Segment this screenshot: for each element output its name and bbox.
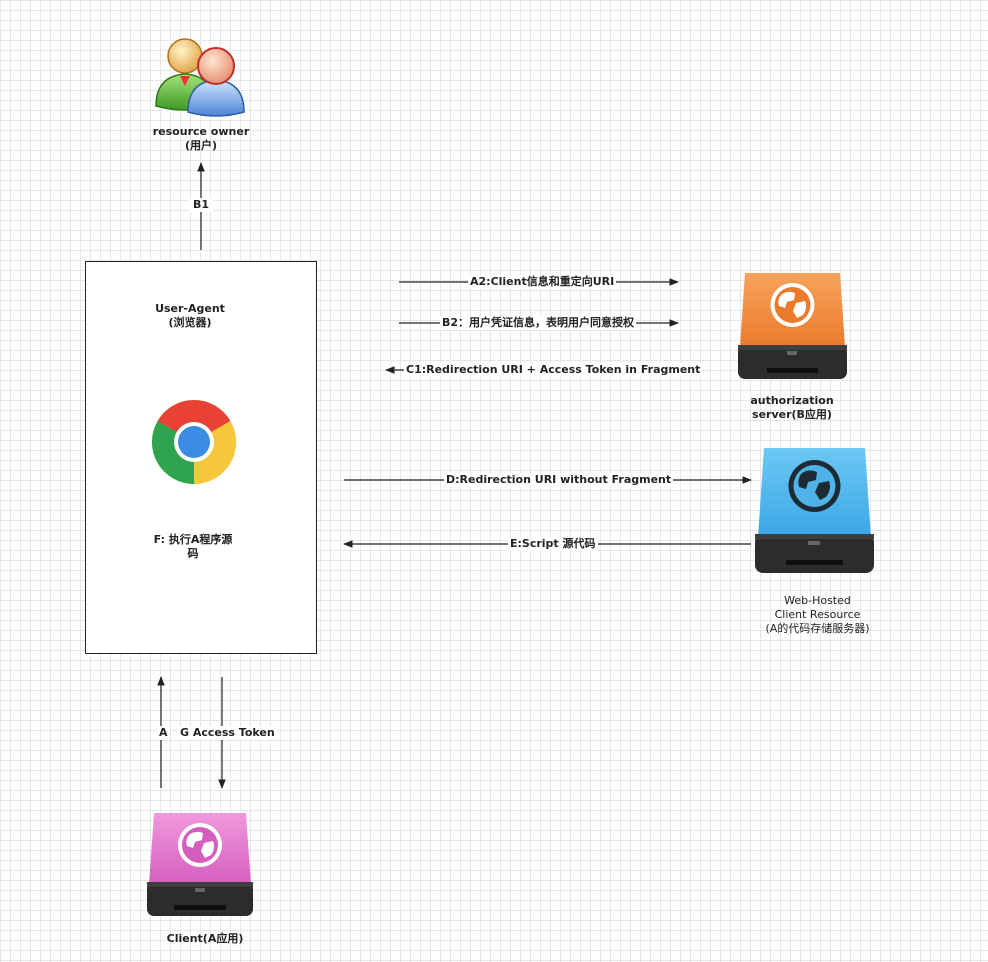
user-agent-name: User-Agent <box>155 302 225 315</box>
label-g: G Access Token <box>178 726 277 740</box>
web-hosted-line2: Client Resource <box>774 608 861 621</box>
client-name: Client(A应用) <box>166 932 244 945</box>
label-d: D:Redirection URI without Fragment <box>444 473 674 487</box>
auth-server-line1: authorization <box>750 394 834 407</box>
step-f-line1: F: 执行A程序源 <box>153 533 233 546</box>
user-agent-sub: (浏览器) <box>168 316 212 329</box>
resource-owner-name: resource owner <box>152 125 250 138</box>
label-b2: B2：用户凭证信息，表明用户同意授权 <box>440 316 637 330</box>
resource-owner-sub: (用户) <box>184 139 218 152</box>
auth-server-line2: server(B应用) <box>752 408 832 421</box>
label-c1: C1:Redirection URI + Access Token in Fra… <box>404 363 703 377</box>
label-e: E:Script 源代码 <box>508 537 598 551</box>
label-b1: B1 <box>189 198 213 212</box>
web-hosted-line1: Web-Hosted <box>784 594 851 607</box>
chrome-browser-icon <box>151 400 237 484</box>
orange-server-icon <box>738 273 847 379</box>
blue-server-icon <box>755 448 874 573</box>
label-a: A <box>157 726 170 740</box>
step-f-line2: 码 <box>187 547 199 560</box>
label-a2: A2:Client信息和重定向URI <box>468 275 617 289</box>
users-icon <box>155 38 245 117</box>
pink-server-icon <box>147 813 253 916</box>
web-hosted-line3: (A的代码存储服务器) <box>765 622 870 635</box>
